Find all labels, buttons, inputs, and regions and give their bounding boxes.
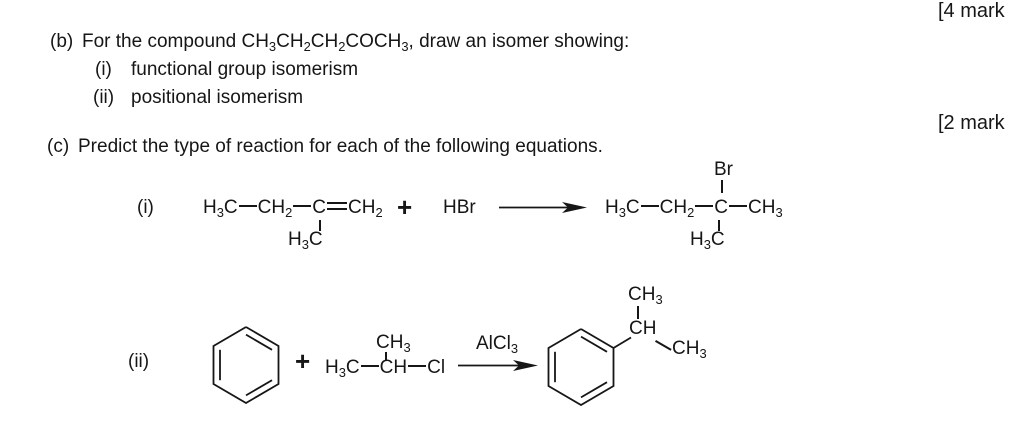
equation-ii-catalyst-label: AlCl3 bbox=[476, 333, 519, 356]
question-b-text: For the compound CH3CH2CH2COCH3, draw an… bbox=[82, 31, 630, 54]
reaction-arrow-i bbox=[499, 202, 587, 213]
question-c-label: (c) bbox=[47, 136, 70, 157]
question-b-item-i-label: (i) bbox=[95, 59, 112, 80]
equation-ii-product-right-bond bbox=[655, 340, 672, 351]
equation-i-product-branch-bond bbox=[718, 220, 720, 231]
equation-ii-product-top-bond bbox=[637, 306, 639, 319]
equation-i-reagent: HBr bbox=[443, 197, 476, 218]
equation-ii-reactant-branch-bond bbox=[385, 352, 387, 360]
equation-i-reactant-branch-bond bbox=[319, 220, 321, 231]
marks-label-middle: [2 mark bbox=[938, 112, 1005, 134]
question-b-item-i-text: functional group isomerism bbox=[131, 59, 359, 80]
equation-ii-plus-sign: + bbox=[295, 346, 311, 376]
marks-label-top: [4 mark bbox=[938, 0, 1005, 22]
benzene-ring-reactant bbox=[212, 326, 280, 404]
equation-i-product-br-label: Br bbox=[714, 159, 733, 180]
equation-i-product-br-bond bbox=[721, 180, 723, 193]
equation-i-reactant-branch-label: H3C bbox=[288, 229, 323, 252]
equation-ii-reactant-top-label: CH3 bbox=[376, 332, 411, 355]
question-c-text: Predict the type of reaction for each of… bbox=[78, 136, 603, 157]
equation-ii-label: (ii) bbox=[128, 351, 150, 372]
equation-ii-product-top-label: CH3 bbox=[628, 284, 663, 307]
equation-i-plus-sign: + bbox=[397, 192, 413, 222]
equation-ii-product-ch-label: CH bbox=[629, 318, 657, 339]
question-b-item-ii-text: positional isomerism bbox=[131, 87, 304, 108]
equation-ii-product-right-label: CH3 bbox=[672, 338, 707, 361]
reaction-arrow-ii bbox=[458, 360, 538, 371]
benzene-ring-product bbox=[547, 328, 632, 406]
question-b-item-ii-label: (ii) bbox=[93, 87, 115, 108]
equation-i-product-branch-label: H3C bbox=[690, 229, 725, 252]
equation-i-label: (i) bbox=[137, 197, 154, 218]
question-b-label: (b) bbox=[50, 31, 74, 52]
